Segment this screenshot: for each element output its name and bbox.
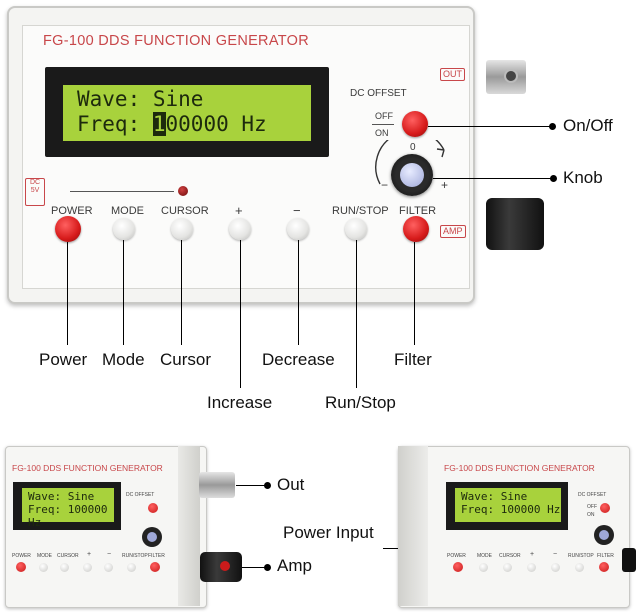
- small-title-right: FG-100 DDS FUNCTION GENERATOR: [444, 463, 595, 473]
- filter-leader: [414, 242, 415, 345]
- mode-leader: [123, 240, 124, 345]
- on-off-leader: [428, 126, 552, 127]
- dc-5v-badge: DC 5V: [25, 178, 45, 206]
- filter-callout: Filter: [394, 350, 432, 369]
- lcd-display: Wave: Sine Freq: 100000 Hz: [63, 85, 311, 141]
- power-callout: Power: [39, 350, 88, 369]
- bnc-out-connector[interactable]: [486, 60, 526, 94]
- filter-label: FILTER: [399, 205, 437, 217]
- increase-callout: Increase: [207, 393, 273, 412]
- knob-cap: [400, 163, 424, 187]
- filter-button[interactable]: [403, 216, 429, 242]
- power-led: [178, 186, 188, 196]
- knob-arc: [375, 140, 445, 185]
- increase-button[interactable]: [229, 218, 251, 240]
- knob-minus-label: −: [381, 178, 389, 192]
- small-knob-left: [142, 527, 162, 547]
- mode-callout: Mode: [102, 350, 145, 369]
- decrease-callout: Decrease: [262, 350, 335, 369]
- out-badge: OUT: [440, 68, 465, 81]
- rotary-knob[interactable]: [391, 154, 433, 196]
- knob-plus-label: +: [441, 178, 449, 192]
- small-lcd-left: Wave: Sine Freq: 100000 Hz: [22, 488, 114, 529]
- dc-offset-switch[interactable]: [402, 111, 428, 137]
- mode-label: MODE: [111, 205, 144, 217]
- device-title: FG-100 DDS FUNCTION GENERATOR: [43, 33, 309, 49]
- power-led-line: [70, 191, 174, 192]
- lcd-line-1: Wave: Sine: [77, 87, 204, 111]
- knob-leader: [433, 178, 553, 179]
- run-stop-button[interactable]: [345, 218, 367, 240]
- small-bnc-out: [199, 472, 235, 498]
- small-knob-right: [594, 525, 614, 545]
- lcd-cursor-digit: 1: [152, 112, 166, 136]
- off-on-divider: [372, 124, 394, 125]
- dc-offset-label: DC OFFSET: [350, 88, 407, 99]
- small-title-left: FG-100 DDS FUNCTION GENERATOR: [12, 463, 163, 473]
- offset-off-label: OFF: [375, 111, 393, 121]
- lcd-freq-rest: 00000 Hz: [165, 112, 267, 136]
- run-stop-leader: [356, 240, 357, 388]
- decrease-button[interactable]: [287, 218, 309, 240]
- small-lcd-right: Wave: Sine Freq: 100000 Hz: [455, 488, 561, 522]
- cursor-label: CURSOR: [161, 205, 209, 217]
- power-leader: [67, 242, 68, 345]
- run-stop-callout: Run/Stop: [325, 393, 396, 412]
- lcd-line-2: Freq: 100000 Hz: [77, 112, 311, 137]
- on-off-callout: On/Off: [563, 116, 613, 135]
- run-stop-label: RUN/STOP: [332, 205, 389, 217]
- mode-button[interactable]: [113, 218, 135, 240]
- power-input-callout: Power Input: [283, 523, 374, 542]
- cursor-callout: Cursor: [160, 350, 212, 369]
- power-label: POWER: [51, 205, 93, 217]
- amp-callout: Amp: [277, 556, 312, 575]
- cursor-leader: [181, 240, 182, 345]
- knob-zero-label: 0: [410, 142, 416, 153]
- cursor-button[interactable]: [171, 218, 193, 240]
- knob-callout: Knob: [563, 168, 603, 187]
- decrease-leader: [298, 240, 299, 345]
- minus-label: −: [293, 203, 301, 218]
- plus-label: +: [235, 203, 243, 218]
- small-amp-knob: [200, 552, 242, 582]
- increase-leader: [240, 240, 241, 388]
- amp-badge: AMP: [440, 225, 466, 238]
- out-callout: Out: [277, 475, 305, 494]
- power-button[interactable]: [55, 216, 81, 242]
- lcd-freq-prefix: Freq:: [77, 112, 153, 136]
- amplitude-knob[interactable]: [486, 198, 544, 250]
- offset-on-label: ON: [375, 128, 389, 138]
